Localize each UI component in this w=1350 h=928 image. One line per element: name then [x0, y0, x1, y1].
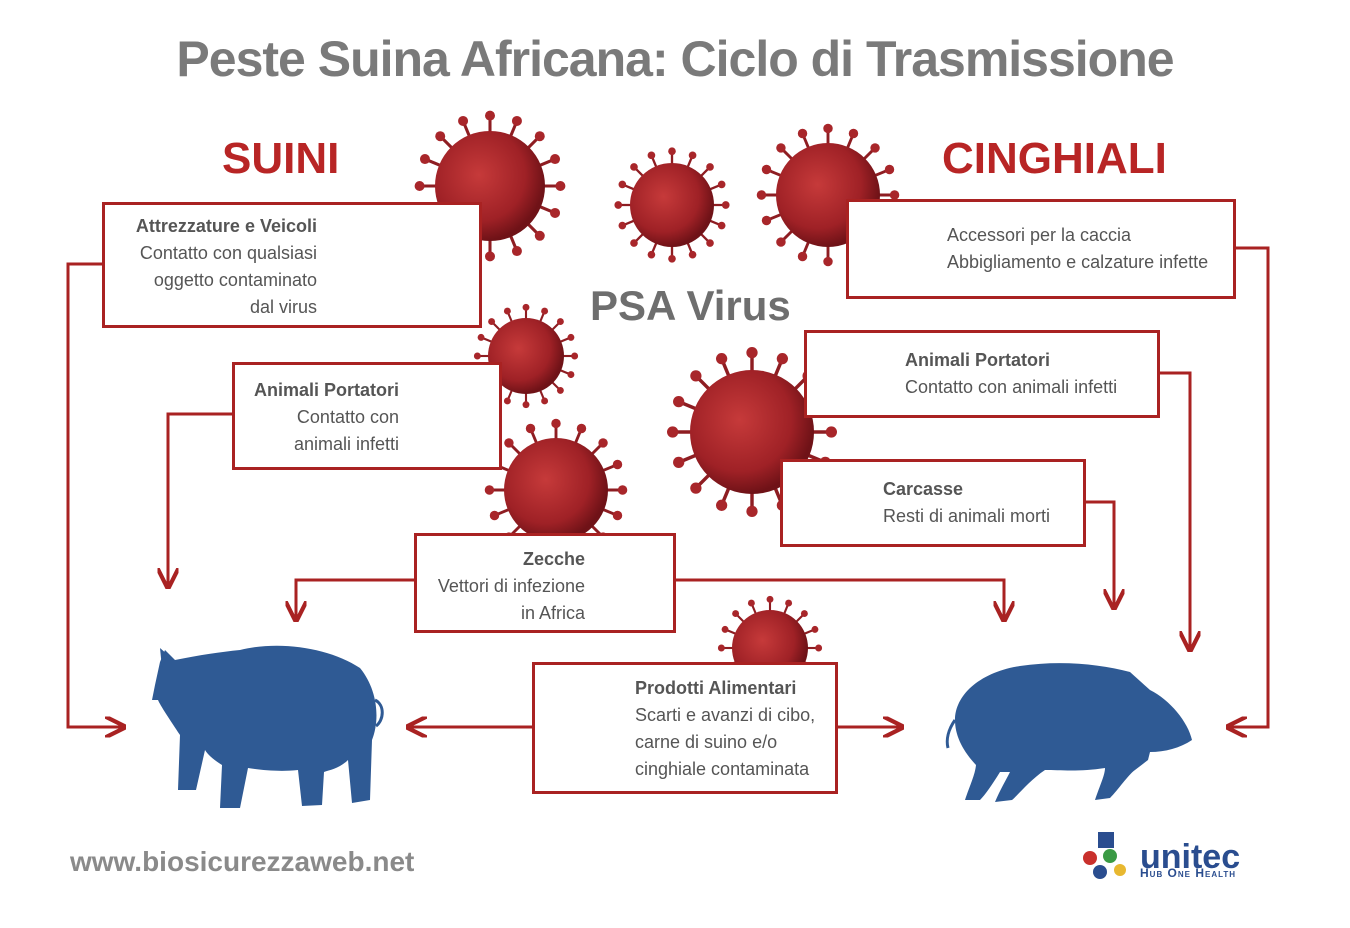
box-text: Vettori di infezione: [437, 576, 585, 596]
box-heading: Carcasse: [883, 479, 964, 499]
footer-url[interactable]: www.biosicurezzaweb.net: [70, 846, 415, 877]
virus-icon: [614, 147, 730, 263]
arrow-animali-right-to-boar: [1158, 371, 1190, 648]
box-heading: Animali Portatori: [905, 350, 1051, 370]
box-animali-portatori-suini: Animali Portatori Contatto con animali i…: [232, 362, 502, 470]
arrow-attrezzature-to-pig: [66, 262, 122, 727]
box-text: Contatto con qualsiasi: [139, 243, 317, 263]
arrow-zecche-to-pig: [296, 578, 416, 618]
box-heading: Attrezzature e Veicoli: [135, 216, 317, 236]
box-text: Contatto con animali infetti: [905, 377, 1118, 397]
box-heading: Prodotti Alimentari: [635, 678, 797, 698]
box-text: Abbigliamento e calzature infette: [947, 252, 1209, 272]
box-text: cinghiale contaminata: [635, 759, 810, 779]
box-zecche: Zecche Vettori di infezione in Africa: [414, 533, 676, 633]
box-text: dal virus: [249, 297, 317, 317]
box-attrezzature-veicoli: Attrezzature e Veicoli Contatto con qual…: [102, 202, 482, 328]
psa-virus-label: PSA Virus: [590, 282, 791, 329]
unitec-logo-mark-icon: [1083, 832, 1126, 879]
box-text: carne di suino e/o: [635, 732, 778, 752]
virus-icon: [473, 303, 579, 409]
arrow-carcasse-to-boar: [1084, 500, 1114, 606]
box-text: Resti di animali morti: [883, 506, 1051, 526]
box-carcasse: Carcasse Resti di animali morti: [780, 459, 1086, 547]
box-accessori-caccia: Accessori per la caccia Abbigliamento e …: [846, 199, 1236, 299]
arrow-caccia-to-boar: [1230, 246, 1270, 727]
box-heading: Zecche: [522, 549, 585, 569]
box-animali-portatori-cinghiali: Animali Portatori Contatto con animali i…: [804, 330, 1160, 418]
box-text: Contatto con: [296, 407, 399, 427]
heading-suini: SUINI: [222, 134, 340, 183]
box-text: Scarti e avanzi di cibo,: [635, 705, 816, 725]
box-text: oggetto contaminato: [153, 270, 317, 290]
box-text: animali infetti: [293, 434, 399, 454]
page-title: Peste Suina Africana: Ciclo di Trasmissi…: [176, 31, 1174, 87]
arrow-zecche-to-boar: [674, 578, 1004, 618]
arrow-animali-to-pig: [168, 412, 234, 585]
logo-tagline: Hub One Health: [1140, 866, 1237, 880]
heading-cinghiali: CINGHIALI: [942, 134, 1167, 183]
box-heading: Accessori per la caccia: [947, 225, 1132, 245]
box-text: in Africa: [520, 603, 585, 623]
pig-silhouette-icon: [152, 645, 384, 808]
boar-silhouette-icon: [945, 663, 1192, 802]
box-heading: Animali Portatori: [253, 380, 399, 400]
box-prodotti-alimentari: Prodotti Alimentari Scarti e avanzi di c…: [532, 662, 838, 794]
logo-name: unitec: [1140, 838, 1241, 876]
